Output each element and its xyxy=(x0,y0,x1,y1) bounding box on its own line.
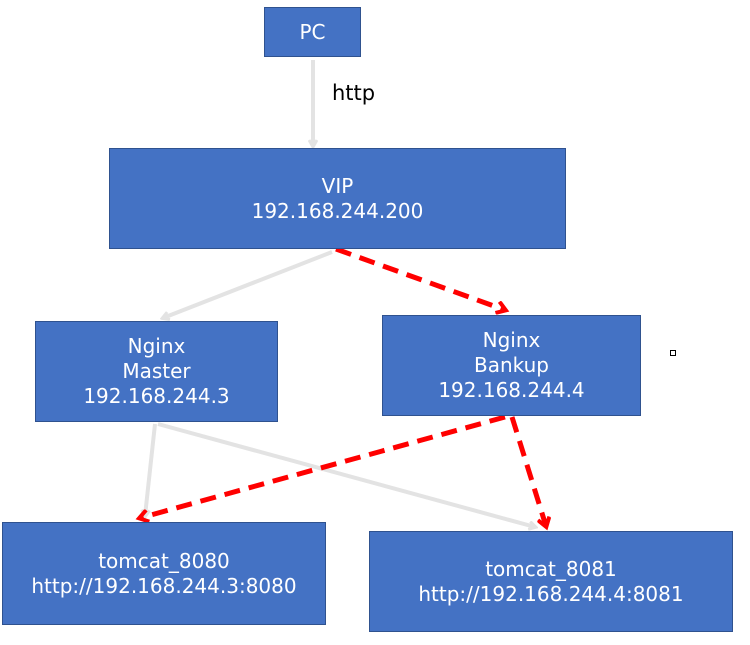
pc-node: PC xyxy=(264,7,361,57)
failover-arrow-backup-to-tomcat8081 xyxy=(509,416,546,526)
failover-arrow-backup-to-tomcat8080 xyxy=(140,414,506,518)
vip-node: VIP 192.168.244.200 xyxy=(109,148,566,249)
arrow-master-to-tomcat8081 xyxy=(157,422,535,527)
nginx-backup-title: Nginx xyxy=(482,328,541,352)
tomcat-8081-url: http://192.168.244.4:8081 xyxy=(418,581,684,606)
arrow-vip-to-master xyxy=(163,250,333,318)
http-edge-label: http xyxy=(332,81,376,105)
vip-title: VIP xyxy=(321,173,354,198)
vip-ip: 192.168.244.200 xyxy=(251,198,424,223)
nginx-master-node: Nginx Master 192.168.244.3 xyxy=(35,321,278,422)
tomcat-8080-node: tomcat_8080 http://192.168.244.3:8080 xyxy=(2,522,326,625)
pc-label: PC xyxy=(299,19,326,44)
arrow-master-to-tomcat8080 xyxy=(145,423,157,516)
nginx-backup-role: Bankup xyxy=(474,353,549,377)
tomcat-8081-node: tomcat_8081 http://192.168.244.4:8081 xyxy=(369,531,733,632)
nginx-master-title: Nginx xyxy=(127,334,186,358)
nginx-master-role: Master xyxy=(122,359,191,383)
failover-arrow-vip-to-backup xyxy=(335,246,505,310)
nginx-master-ip: 192.168.244.3 xyxy=(83,384,230,408)
nginx-backup-ip: 192.168.244.4 xyxy=(438,378,585,402)
tomcat-8081-title: tomcat_8081 xyxy=(485,556,617,581)
nginx-backup-node: Nginx Bankup 192.168.244.4 xyxy=(382,315,641,416)
selection-handle xyxy=(670,350,676,356)
tomcat-8080-url: http://192.168.244.3:8080 xyxy=(31,573,297,598)
tomcat-8080-title: tomcat_8080 xyxy=(98,548,230,573)
